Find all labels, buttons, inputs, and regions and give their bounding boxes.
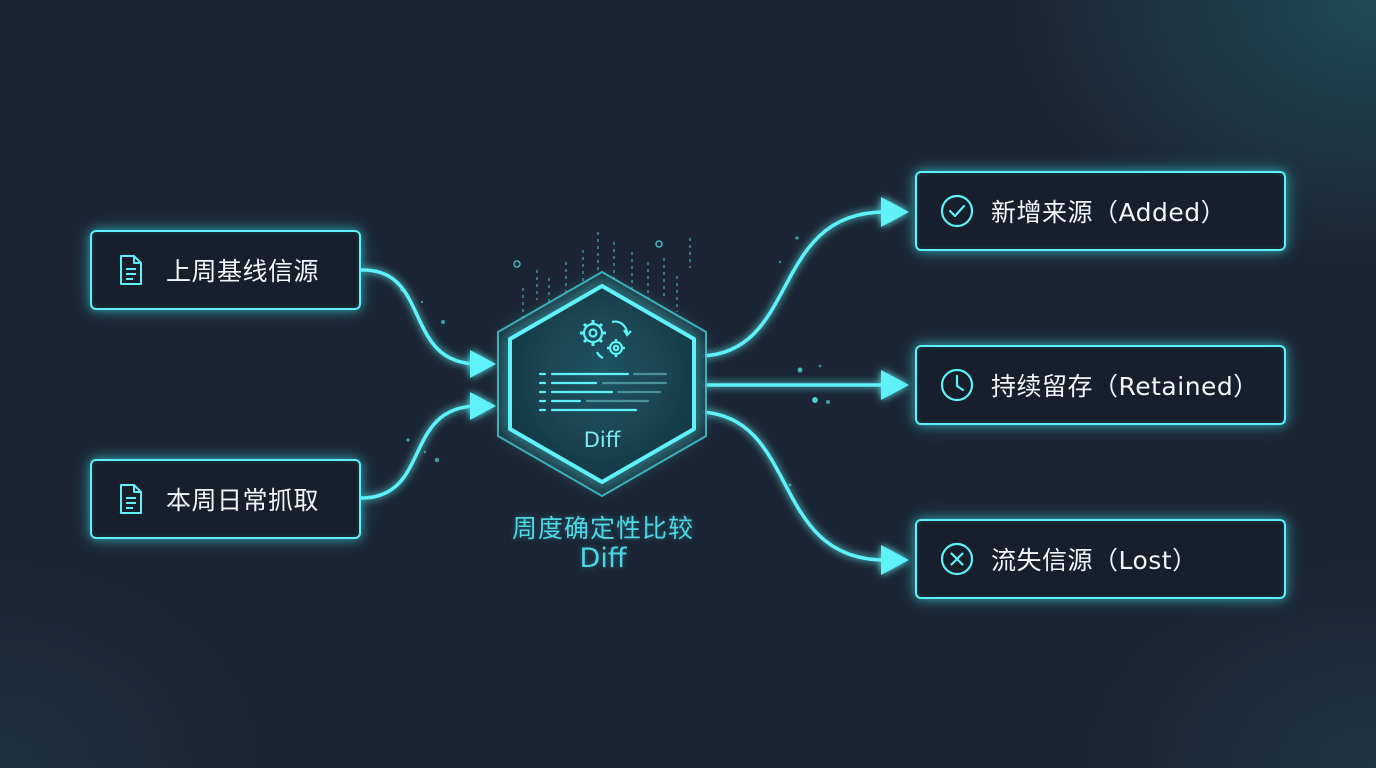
output-node-label: 持续留存（Retained） — [991, 372, 1259, 401]
arrowhead-baseline — [470, 350, 496, 378]
arrowhead-lost — [881, 545, 909, 575]
output-node-retained: 持续留存（Retained） — [915, 345, 1286, 425]
clock-icon — [939, 367, 975, 403]
input-node-baseline: 上周基线信源 — [90, 230, 361, 310]
arrowhead-added — [881, 197, 909, 227]
document-icon — [116, 482, 146, 516]
connector-baseline-to-diff — [360, 268, 479, 366]
input-node-daily: 本周日常抓取 — [90, 459, 361, 539]
connector-daily-to-diff — [360, 404, 479, 500]
input-node-label: 上周基线信源 — [166, 257, 320, 286]
diff-lines-graphic — [538, 372, 668, 412]
arrowhead-daily — [470, 392, 496, 420]
arrowhead-retained — [881, 370, 909, 400]
connector-diff-to-added — [701, 210, 886, 358]
hub-subtitle: Diff — [579, 543, 627, 574]
input-node-label: 本周日常抓取 — [166, 486, 320, 515]
data-stream-lines — [522, 232, 691, 318]
background-particles — [400, 236, 830, 487]
diff-hub — [497, 270, 707, 498]
hub-inner-label: Diff — [583, 428, 621, 452]
output-node-lost: 流失信源（Lost） — [915, 519, 1286, 599]
input-arrowheads — [470, 350, 496, 420]
input-connectors — [360, 268, 479, 500]
hub-inner-hexagon — [508, 284, 696, 484]
output-node-label: 新增来源（Added） — [991, 198, 1227, 227]
check-circle-icon — [939, 193, 975, 229]
gears-icon — [580, 320, 632, 360]
x-circle-icon — [939, 541, 975, 577]
connector-diff-to-lost — [701, 410, 886, 562]
document-icon — [116, 253, 146, 287]
output-arrowheads — [881, 197, 909, 575]
output-connectors — [701, 210, 886, 562]
output-node-label: 流失信源（Lost） — [991, 546, 1198, 575]
output-node-added: 新增来源（Added） — [915, 171, 1286, 251]
hub-title: 周度确定性比较 — [511, 514, 694, 543]
